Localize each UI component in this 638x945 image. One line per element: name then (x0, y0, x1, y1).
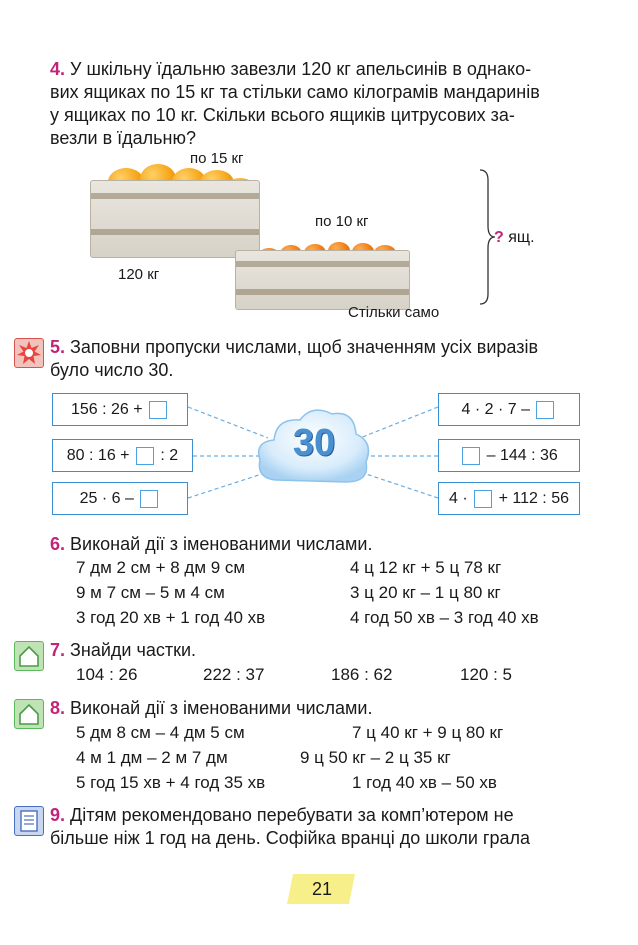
task8-row3-right: 1 год 40 хв – 50 хв (352, 773, 497, 792)
text-line: У шкільну їдальню завезли 120 кг апельси… (70, 59, 532, 79)
division-item: 222 : 37 (203, 665, 265, 684)
task6-row1-right: 4 ц 12 кг + 5 ц 78 кг (350, 558, 502, 577)
division-item: 120 : 5 (460, 665, 512, 684)
page-number: 21 (311, 879, 333, 899)
page-number-badge (287, 874, 355, 904)
task-title: Виконай дії з іменованими числами. (70, 534, 373, 554)
task6-row3-right: 4 год 50 хв – 3 год 40 хв (350, 608, 539, 627)
task8-row2-left: 4 м 1 дм – 2 м 7 дм (76, 748, 228, 767)
expression-text: + 112 : 56 (498, 489, 569, 507)
task-4-text: 4. У шкільну їдальню завезли 120 кг апел… (50, 58, 585, 150)
blank-input[interactable] (462, 446, 481, 465)
task-number: 9. (50, 805, 66, 825)
task-title: Знайди частки. (70, 640, 197, 660)
expression-text: 80 : 16 + (66, 446, 130, 464)
task-title: Виконай дії з іменованими числами. (70, 698, 373, 718)
expression-text: – 144 : 36 (486, 446, 558, 464)
expression-text: 4 · 2 · 7 – (461, 400, 531, 418)
question-mark: ? (494, 229, 504, 246)
question-unit: ящ. (508, 229, 535, 246)
division-item: 186 : 62 (331, 665, 393, 684)
task6-row1-left: 7 дм 2 см + 8 дм 9 см (76, 558, 246, 577)
expression-right-3: 4 · + 112 : 56 (438, 482, 580, 515)
connector-lines (187, 406, 439, 499)
task8-row1-right: 7 ц 40 кг + 9 ц 80 кг (352, 723, 504, 742)
blank-input[interactable] (140, 489, 159, 508)
task-number: 7. (50, 640, 66, 660)
cloud-value: 30 (292, 422, 336, 464)
cloud-shape (257, 409, 370, 483)
expression-text: 25 · 6 – (79, 489, 134, 507)
text-line: було число 30. (50, 360, 174, 380)
expression-left-2: 80 : 16 + : 2 (52, 439, 193, 472)
blank-input[interactable] (149, 400, 168, 419)
task-7-title: 7. Знайди частки. (50, 639, 196, 662)
text-line: вих ящиках по 15 кг та стільки само кіло… (50, 82, 540, 102)
house-icon (14, 641, 44, 671)
task-number: 6. (50, 534, 66, 554)
task6-row3-left: 3 год 20 хв + 1 год 40 хв (76, 608, 266, 627)
house-icon (14, 699, 44, 729)
task-9-text: 9. Дітям рекомендовано перебувати за ком… (50, 804, 585, 850)
task8-row2-right: 9 ц 50 кг – 2 ц 35 кг (300, 748, 451, 767)
text-line: Заповни пропуски числами, щоб значенням … (70, 337, 539, 357)
question-answer: ? ящ. (494, 229, 535, 247)
task-8-title: 8. Виконай дії з іменованими числами. (50, 697, 372, 720)
task8-row1-left: 5 дм 8 см – 4 дм 5 см (76, 723, 245, 742)
expression-text: : 2 (160, 446, 179, 464)
task8-row3-left: 5 год 15 хв + 4 год 35 хв (76, 773, 266, 792)
text-line: Дітям рекомендовано перебувати за комп’ю… (70, 805, 514, 825)
curly-brace (479, 169, 496, 305)
star-icon (14, 338, 44, 368)
task-5-text: 5. Заповни пропуски числами, щоб значенн… (50, 336, 585, 382)
notebook-icon (14, 806, 44, 836)
task-number: 8. (50, 698, 66, 718)
label-120kg: 120 кг (118, 266, 160, 283)
text-line: більше ніж 1 год на день. Софійка вранці… (50, 828, 531, 848)
expression-right-1: 4 · 2 · 7 – (438, 393, 580, 426)
task-number: 4. (50, 59, 66, 79)
blank-input[interactable] (135, 446, 154, 465)
label-per-15: по 15 кг (190, 150, 244, 167)
task6-row2-left: 9 м 7 см – 5 м 4 см (76, 583, 225, 602)
expression-left-1: 156 : 26 + (52, 393, 188, 426)
expression-left-3: 25 · 6 – (52, 482, 188, 515)
label-per-10: по 10 кг (315, 213, 369, 230)
division-item: 104 : 26 (76, 665, 138, 684)
expression-text: 156 : 26 + (70, 400, 143, 418)
expression-text: 4 · (448, 489, 468, 507)
expression-right-2: – 144 : 36 (438, 439, 580, 472)
task-6-title: 6. Виконай дії з іменованими числами. (50, 533, 372, 556)
text-line: у ящиках по 10 кг. Скільки всього ящиків… (50, 105, 515, 125)
blank-input[interactable] (536, 400, 555, 419)
task6-row2-right: 3 ц 20 кг – 1 ц 80 кг (350, 583, 501, 602)
label-same-amount: Стільки само (348, 304, 440, 321)
task-number: 5. (50, 337, 66, 357)
blank-input[interactable] (474, 489, 493, 508)
text-line: везли в їдальню? (50, 128, 196, 148)
